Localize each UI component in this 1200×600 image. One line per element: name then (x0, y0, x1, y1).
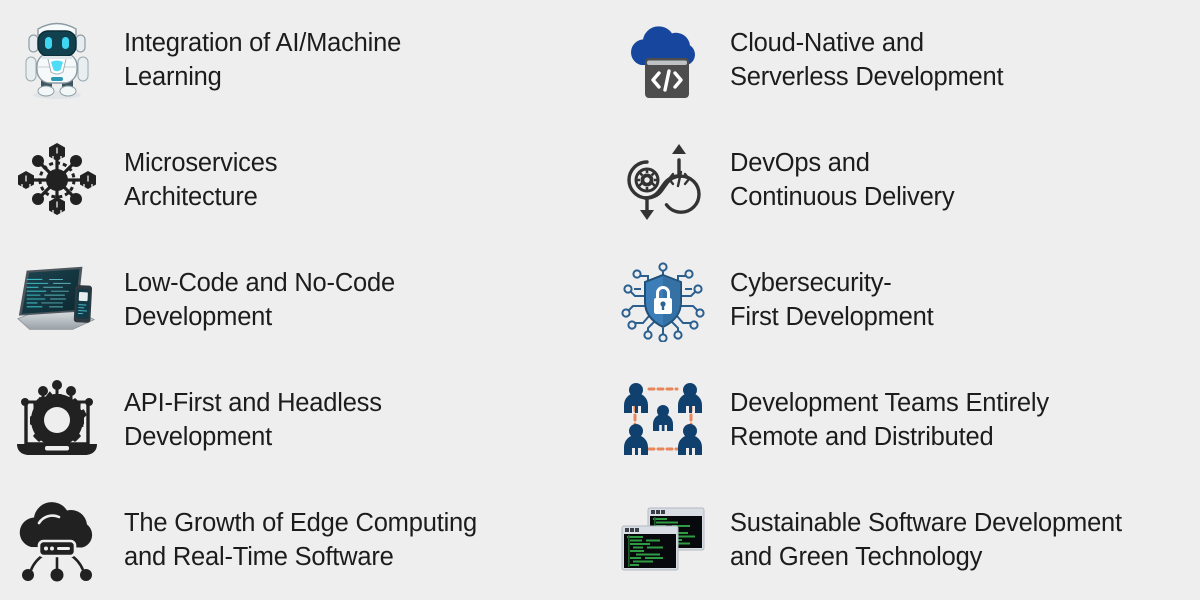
trend-item-cybersecurity-first[interactable]: Cybersecurity-First Development (600, 240, 1200, 360)
cloud-server-nodes-icon (12, 495, 102, 585)
laptop-gear-nodes-icon (12, 375, 102, 465)
distributed-team-people-icon (618, 375, 708, 465)
laptop-and-phone-icon (12, 255, 102, 345)
microservices-hub-nodes-icon (12, 135, 102, 225)
terminal-windows-icon (618, 495, 708, 585)
shield-lock-circuit-icon (618, 255, 708, 345)
devops-infinity-loop-icon (618, 135, 708, 225)
robot-mascot-icon (12, 15, 102, 105)
cloud-code-window-icon (618, 15, 708, 105)
trend-label: Cybersecurity-First Development (730, 269, 934, 331)
